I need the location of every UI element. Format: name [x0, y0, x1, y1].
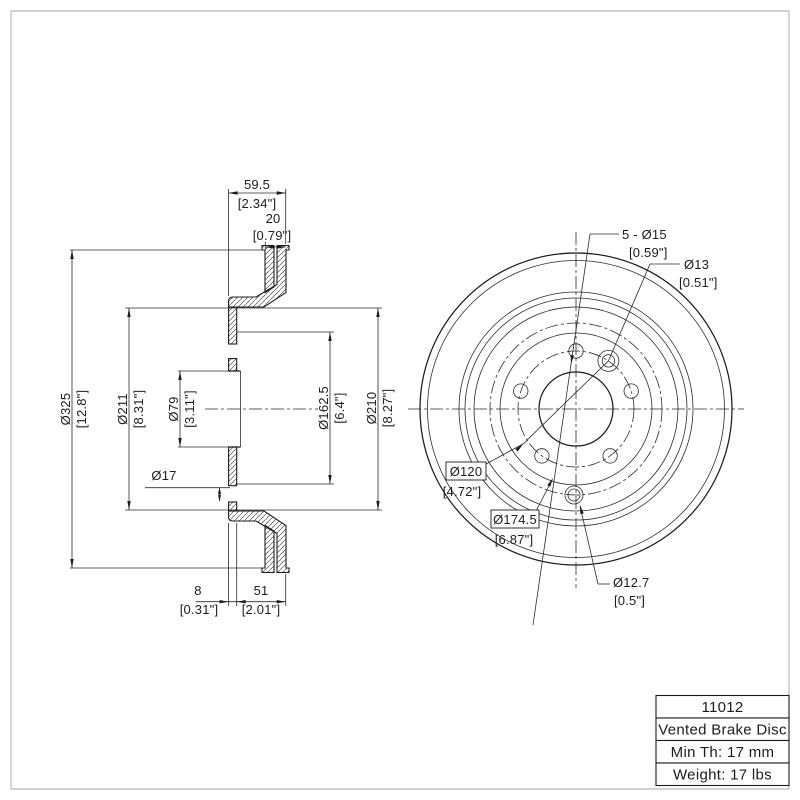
pin-hole — [564, 485, 584, 505]
hub-face-circle — [499, 332, 653, 486]
dim-outer-dia-in: [12.8"] — [74, 390, 89, 429]
hub-plate-segment — [228, 358, 238, 372]
bolt-circle-label-box — [445, 461, 487, 481]
label-pin-hole-in: [0.5"] — [614, 593, 645, 608]
dim-plate-thk-mm: 8 — [194, 583, 201, 598]
dim-ring-width-in: [0.79"] — [253, 228, 292, 243]
hat-bottom-inboard-plate — [228, 510, 290, 574]
hat-diameter-circle — [473, 306, 679, 512]
dim-ring-inner-dia-mm: Ø210 — [364, 392, 379, 425]
label-lug-holes-in: [0.59"] — [629, 245, 668, 260]
lug-hole — [534, 448, 550, 464]
dim-screw-hole-mm: Ø17 — [151, 468, 176, 483]
friction-band-inner-circle — [458, 291, 694, 527]
dim-outer-dia-mm: Ø325 — [58, 393, 73, 426]
screw-circle-dashdot — [489, 322, 663, 496]
dim-plate-thk-in: [0.31"] — [180, 602, 219, 617]
lug-hole — [513, 383, 529, 399]
part-type: Vented Brake Disc — [658, 722, 787, 739]
dim-total-width-mm: 59.5 — [244, 177, 270, 192]
dim-hub-face-dia-mm: Ø162.5 — [316, 386, 331, 430]
bolt-circle-dashdot — [517, 350, 635, 468]
label-lug-holes-mm: 5 - Ø15 — [622, 227, 667, 242]
part-min-thickness: Min Th: 17 mm — [671, 744, 775, 761]
dim-offset-mm: 51 — [254, 583, 269, 598]
dim-hub-face-dia-in: [6.4"] — [332, 392, 347, 423]
outboard-plate-bottom — [261, 524, 275, 574]
dim-bore-dia-in: [3.11"] — [182, 390, 197, 428]
front-leaders — [485, 233, 680, 626]
dimension-arrows — [70, 191, 380, 604]
page-border — [10, 10, 790, 790]
part-number: 11012 — [701, 699, 743, 716]
part-weight: Weight: 17 lbs — [673, 767, 772, 784]
lug-holes — [513, 343, 639, 464]
extension-lines — [70, 189, 382, 606]
dim-ring-width-mm: 20 — [266, 211, 281, 226]
hub-plate-segment — [228, 446, 238, 487]
front-labels: 5 - Ø15 [0.59"] Ø13 [0.51"] Ø120 [4.72"]… — [443, 227, 718, 608]
hub-plate-segment — [228, 306, 238, 345]
outer-diameter-circle — [419, 252, 733, 566]
section-view — [205, 244, 318, 574]
hat-shoulder-circle — [464, 297, 688, 521]
lug-holes-leader — [532, 233, 591, 626]
label-screw-circle-in: [6.87"] — [495, 532, 534, 547]
bore-lines — [228, 370, 241, 448]
hat-top-inboard-plate — [228, 244, 290, 308]
lug-hole — [568, 343, 584, 359]
title-block: 11012 Vented Brake Disc Min Th: 17 mm We… — [655, 694, 790, 787]
label-hole13-mm: Ø13 — [684, 257, 709, 272]
hub-plate-segment — [228, 501, 238, 512]
lug-hole — [623, 383, 639, 399]
disc-circles — [419, 252, 733, 566]
title-block-row — [655, 762, 790, 787]
dim-bore-dia-mm: Ø79 — [166, 396, 181, 421]
dim-ring-inner-dia-in: [8.27"] — [380, 389, 395, 428]
section-dimensions: 59.5 [2.34"] 20 [0.79"] Ø325 [12.8"] Ø21… — [58, 177, 395, 617]
lug-hole — [602, 448, 618, 464]
dim-hat-dia-in: [8.31"] — [131, 390, 146, 429]
dim-total-width-in: [2.34"] — [238, 196, 277, 211]
dim-hat-dia-mm: Ø211 — [115, 393, 130, 425]
label-hole13-in: [0.51"] — [679, 275, 718, 290]
label-pin-hole-mm: Ø12.7 — [613, 575, 649, 590]
label-screw-circle-mm: Ø174.5 — [493, 512, 537, 527]
label-bolt-circle-mm: Ø120 — [450, 464, 483, 479]
label-bolt-circle-in: [4.72"] — [443, 484, 482, 499]
hole13-bolt-circle-leader — [485, 263, 651, 465]
outboard-plate-top — [261, 244, 275, 294]
pin-hole-leader — [579, 505, 599, 585]
screw-circle-label-box — [490, 509, 540, 529]
front-view: 5 - Ø15 [0.59"] Ø13 [0.51"] Ø120 [4.72"]… — [408, 227, 744, 626]
dim-offset-in: [2.01"] — [242, 602, 281, 617]
center-bore-circle — [538, 371, 614, 447]
chamfer-circle — [427, 260, 725, 558]
dimension-labels: 59.5 [2.34"] 20 [0.79"] Ø325 [12.8"] Ø21… — [58, 177, 395, 617]
hole-13 — [597, 349, 620, 372]
